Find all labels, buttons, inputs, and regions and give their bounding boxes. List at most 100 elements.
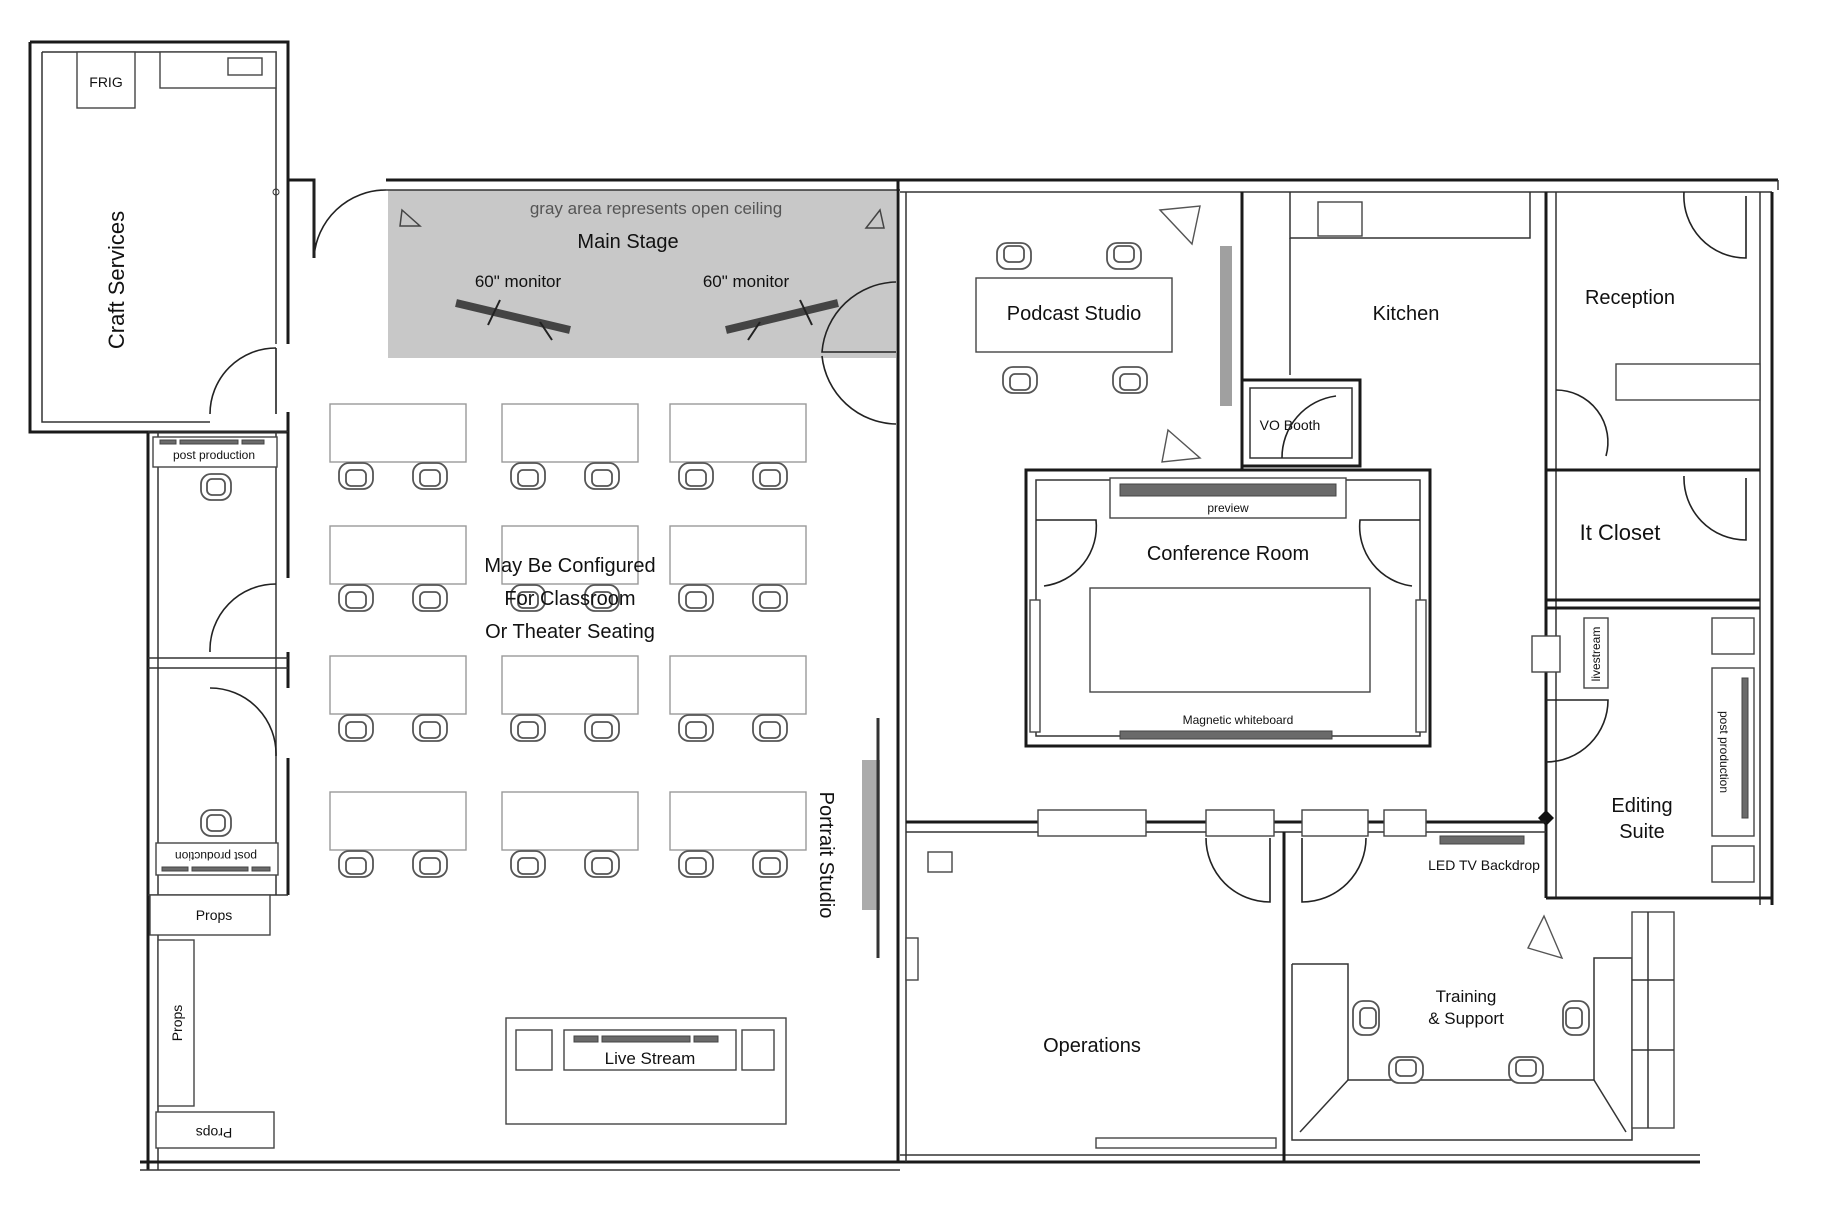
monitor-right-label: 60" monitor bbox=[703, 272, 790, 291]
preview-label: preview bbox=[1207, 501, 1249, 515]
classroom-seating bbox=[329, 403, 807, 878]
it-closet-door bbox=[1683, 475, 1747, 541]
props-area-top bbox=[149, 894, 271, 936]
conference-room-label: Conference Room bbox=[1147, 543, 1309, 565]
classroom-table bbox=[501, 655, 639, 715]
training-chair bbox=[1352, 1000, 1380, 1036]
monitor-left-label: 60" monitor bbox=[475, 272, 562, 291]
classroom-chair bbox=[678, 714, 714, 742]
stage-side-door bbox=[821, 281, 897, 353]
training-desk bbox=[1291, 957, 1633, 1141]
classroom-chair bbox=[510, 462, 546, 490]
classroom-chair bbox=[678, 584, 714, 612]
frig-label: FRIG bbox=[89, 74, 122, 90]
portrait-studio-label: Portrait Studio bbox=[815, 792, 837, 919]
classroom-chair bbox=[510, 584, 546, 612]
editing-suite-door bbox=[1545, 699, 1609, 763]
livestream-panel bbox=[1583, 617, 1609, 689]
portrait-backdrop bbox=[862, 760, 880, 910]
conference-door-left bbox=[1036, 519, 1098, 587]
operations-window bbox=[1095, 1137, 1277, 1149]
classroom-table bbox=[669, 403, 807, 463]
conference-table bbox=[1089, 587, 1371, 693]
led-tv-backdrop bbox=[1439, 835, 1525, 845]
classroom-chair bbox=[752, 714, 788, 742]
classroom-chair bbox=[752, 850, 788, 878]
podcast-table bbox=[975, 277, 1173, 353]
podcast-light-bottom bbox=[1161, 428, 1202, 463]
main-stage-open-ceiling-area bbox=[388, 190, 896, 358]
podcast-light-top bbox=[1158, 205, 1201, 246]
live-stream-bar-1 bbox=[573, 1035, 599, 1043]
stage-light-left bbox=[399, 208, 422, 227]
post-prod-door-arc-top bbox=[209, 583, 277, 653]
post-production-desk-top-bar-1 bbox=[159, 439, 177, 445]
reception-door-top bbox=[1683, 191, 1747, 259]
kitchen-box bbox=[1317, 201, 1363, 237]
props-label-bottom: Props bbox=[196, 1125, 233, 1141]
conference-right-cabinet bbox=[1415, 599, 1427, 733]
classroom-chair bbox=[510, 714, 546, 742]
reception-label: Reception bbox=[1585, 287, 1675, 309]
livestream-mount bbox=[1531, 635, 1561, 673]
vo-booth-inner bbox=[1249, 387, 1353, 459]
stage-light-right bbox=[864, 208, 885, 229]
post-production-desk-bottom-bar-2 bbox=[191, 866, 249, 872]
props-area-bottom bbox=[155, 1111, 275, 1149]
live-stream-bar-3 bbox=[693, 1035, 719, 1043]
props-label-left: Props bbox=[169, 1005, 185, 1042]
main-stage-label: Main Stage bbox=[577, 231, 678, 253]
post-prod-door-arc-bottom bbox=[209, 687, 277, 757]
classroom-table bbox=[501, 525, 639, 585]
classroom-chair bbox=[338, 584, 374, 612]
classroom-table bbox=[669, 525, 807, 585]
classroom-chair bbox=[412, 714, 448, 742]
classroom-chair bbox=[678, 850, 714, 878]
training-chair bbox=[1388, 1056, 1424, 1084]
classroom-chair bbox=[752, 462, 788, 490]
monitor-right bbox=[725, 299, 839, 341]
operations-door bbox=[1205, 837, 1271, 903]
right-edge-windows bbox=[1631, 911, 1675, 1129]
post-production-desk-bottom-bar-3 bbox=[251, 866, 271, 872]
post-production-label-right: post production bbox=[1717, 711, 1731, 793]
post-production-label-top: post production bbox=[173, 448, 255, 462]
seating-note-line3: Or Theater Seating bbox=[485, 621, 655, 643]
craft-door-arc-1 bbox=[313, 189, 387, 259]
training-light bbox=[1526, 914, 1564, 960]
corridor-door-frame-3 bbox=[1301, 809, 1369, 837]
training-label-1: Training bbox=[1436, 987, 1497, 1006]
classroom-table bbox=[329, 403, 467, 463]
conference-room-walls bbox=[1024, 468, 1432, 748]
operations-box bbox=[927, 851, 953, 873]
outer-walls bbox=[28, 40, 1779, 1171]
training-chair bbox=[1562, 1000, 1590, 1036]
craft-services-label: Craft Services bbox=[104, 211, 129, 349]
classroom-chair bbox=[412, 584, 448, 612]
it-closet-label: It Closet bbox=[1580, 520, 1661, 545]
classroom-chair bbox=[412, 462, 448, 490]
classroom-table bbox=[501, 403, 639, 463]
vo-booth-door bbox=[1281, 395, 1337, 459]
corridor-door-frame-4 bbox=[1383, 809, 1427, 837]
training-chair bbox=[1508, 1056, 1544, 1084]
craft-sink bbox=[227, 57, 263, 76]
editing-corner-marker bbox=[1538, 810, 1554, 826]
vo-booth-label: VO Booth bbox=[1260, 417, 1321, 433]
classroom-chair bbox=[510, 850, 546, 878]
podcast-studio-label: Podcast Studio bbox=[1007, 303, 1142, 325]
podcast-chair bbox=[1106, 242, 1142, 270]
classroom-table bbox=[669, 655, 807, 715]
vo-booth bbox=[1240, 378, 1362, 468]
frig-box bbox=[76, 51, 136, 109]
kitchen-counter bbox=[1289, 192, 1531, 239]
live-stream-right-panel bbox=[741, 1029, 775, 1071]
classroom-chair bbox=[584, 850, 620, 878]
led-tv-backdrop-label: LED TV Backdrop bbox=[1428, 857, 1540, 873]
props-label-top: Props bbox=[196, 907, 233, 923]
conference-door-right bbox=[1358, 519, 1420, 587]
post-production-right-bar bbox=[1741, 677, 1749, 819]
editing-suite-label-1: Editing bbox=[1611, 795, 1672, 817]
conference-left-cabinet bbox=[1029, 599, 1041, 733]
podcast-chair bbox=[1112, 366, 1148, 394]
